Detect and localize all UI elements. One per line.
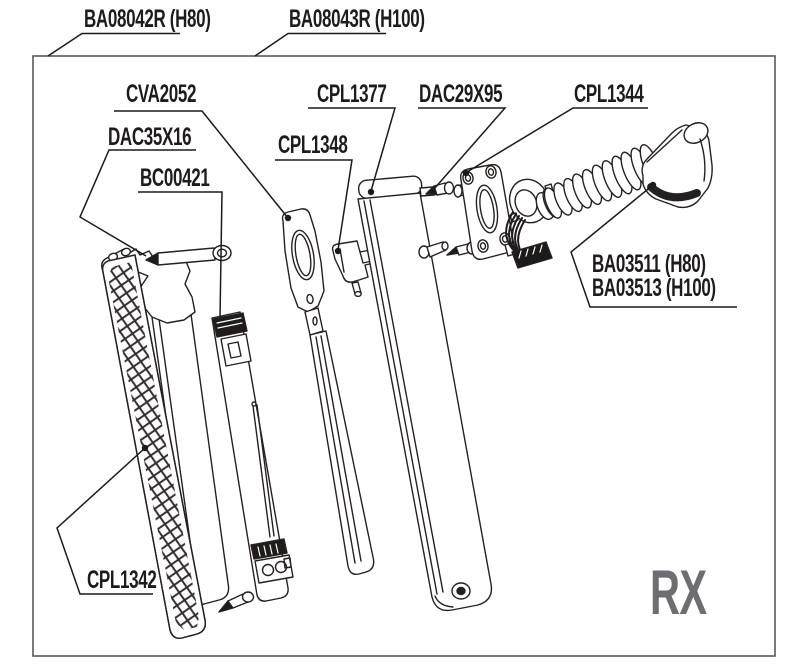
part-bottom-screw: [218, 591, 255, 613]
part-cpl1348-clip: [331, 240, 375, 298]
part-label-dac29x95: DAC29X95: [419, 79, 503, 108]
part-label-cpl1344: CPL1344: [574, 79, 644, 108]
part-bellows-hose: [535, 144, 661, 220]
part-label-dac35x16: DAC35X16: [108, 122, 192, 151]
leader-ba08043r: [254, 32, 386, 57]
part-cpl1342-lattice-rail: [101, 254, 207, 640]
leader-ba03511: [570, 184, 737, 308]
part-label-cpl1348: CPL1348: [278, 130, 348, 159]
leader-dot-cpl1344: [462, 169, 470, 177]
leader-dot-ba03511: [649, 181, 657, 189]
part-label-ba03513: BA03513 (H100): [592, 273, 716, 302]
leader-cva2052: [114, 110, 289, 219]
diagram-border: [32, 55, 776, 657]
leader-cpl1344: [466, 107, 648, 173]
leader-cpl1377: [308, 107, 396, 192]
part-label-ba08043r: BA08043R (H100): [289, 4, 425, 33]
part-label-cpl1342: CPL1342: [87, 565, 157, 594]
rx-logo: RX: [650, 558, 707, 628]
part-cva2052-wand: [281, 208, 375, 576]
leader-ba08042r: [47, 32, 180, 57]
leader-dot-cpl1348: [334, 247, 342, 255]
leader-cpl1342: [56, 447, 153, 595]
part-label-ba08042r: BA08042R (H80): [84, 4, 211, 33]
leader-dot-cpl1377: [367, 188, 375, 196]
leader-dot-cpl1342: [141, 444, 149, 452]
part-bc00421-strip: [211, 311, 294, 602]
leader-lines: [47, 32, 737, 595]
part-label-bc00421: BC00421: [140, 163, 210, 192]
leader-dot-cva2052: [284, 214, 292, 222]
leader-bc00421: [138, 191, 223, 319]
part-dac35x16-bolt: [145, 244, 232, 266]
part-label-ba03511: BA03511 (H80): [592, 249, 706, 278]
leader-dots: [141, 169, 657, 452]
leader-dac29x95: [418, 107, 507, 190]
part-label-cpl1377: CPL1377: [317, 79, 387, 108]
part-ba03511-head: [641, 122, 713, 209]
part-label-cva2052: CVA2052: [126, 79, 197, 108]
leader-cpl1348: [275, 159, 353, 251]
leader-dac35x16: [79, 149, 196, 257]
